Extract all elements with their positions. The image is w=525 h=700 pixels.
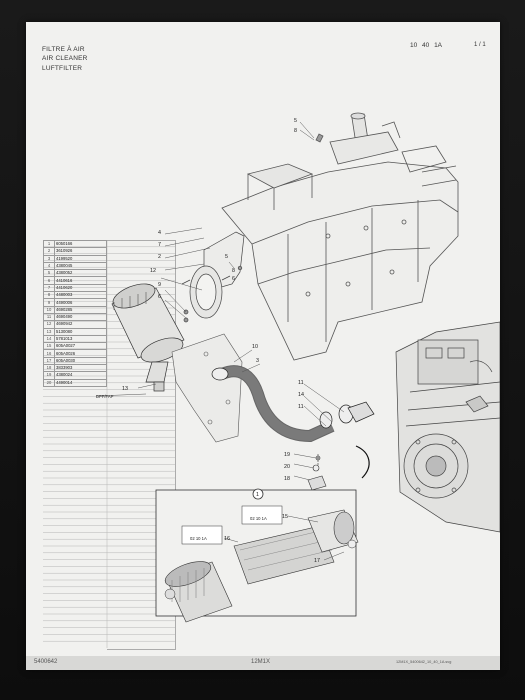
callout-11: 11	[298, 380, 304, 386]
footer-file-name: 12M1X_5400642_10_40_1A.svg	[396, 660, 452, 664]
detail-box	[155, 488, 359, 623]
footer-model: 12M1X	[251, 659, 271, 665]
parts-row-reference: 4380024	[54, 371, 107, 380]
intake-hose	[211, 365, 375, 479]
callout-14: 14	[298, 392, 304, 398]
callout-numbers: 4 7 2 12 9 6 5 8 6 5 8 10 3 11 14 11 13 …	[96, 118, 320, 564]
callout-3: 3	[256, 358, 259, 364]
ref-box-b: 02 10 1A	[250, 516, 267, 521]
detail-marker: 1	[256, 492, 259, 498]
parts-row-reference: 4380045	[54, 261, 107, 271]
callout-9: 9	[158, 282, 161, 288]
parts-row-reference: 4199520	[54, 254, 107, 263]
callout-19: 19	[284, 452, 290, 458]
footer-doc-number: 5400642	[34, 659, 58, 665]
exploded-diagram: 4 7 2 12 9 6 5 8 6 5 8 10 3 11 14 11 13 …	[95, 112, 500, 623]
parts-catalog-page: FILTRE À AIR AIR CLEANER LUFTFILTER 10 4…	[26, 22, 500, 670]
parts-row-reference: 4380052	[54, 269, 107, 278]
parts-row-reference: 3833903	[54, 364, 107, 373]
page-footer: 5400642 12M1X 12M1X_5400642_10_40_1A.svg	[26, 656, 500, 670]
ref-box-a: 02 10 1A	[190, 536, 207, 541]
callout-20: 20	[284, 464, 290, 470]
filter-bracket	[181, 231, 245, 323]
parts-table-blank-column	[107, 240, 176, 650]
parts-row-reference: 4410620	[54, 283, 107, 293]
leader-lines	[95, 121, 345, 561]
callout-17: 17	[314, 558, 320, 564]
page-number: 1 / 1	[474, 42, 486, 48]
parts-row-reference: 5781013	[54, 334, 107, 344]
parts-row-reference: 4690285	[54, 305, 107, 314]
section-reference: 10 40 1A	[410, 42, 443, 49]
title-german: LUFTFILTER	[42, 65, 83, 72]
callout-5: 5	[294, 118, 297, 124]
parts-row-reference: 4690490	[54, 312, 107, 322]
callout-2: 2	[158, 254, 161, 260]
air-filter-housing	[111, 283, 185, 392]
callout-11b: 11	[298, 404, 304, 410]
callout-16: 16	[224, 536, 230, 542]
callout-8: 8	[294, 128, 297, 134]
parts-row-reference: 4410616	[54, 276, 107, 285]
parts-row-reference: 4690942	[54, 320, 107, 329]
parts-row-reference: 4490014	[54, 378, 107, 387]
parts-row-reference: 605A0027	[54, 342, 107, 351]
callout-12: 12	[150, 268, 156, 274]
chassis-frame	[221, 112, 459, 361]
callout-5b: 5	[225, 254, 228, 260]
parts-row-reference: 605A0026	[54, 349, 107, 358]
engine-block	[395, 321, 500, 533]
parts-row-reference: 605A0030	[54, 356, 107, 366]
callout-6: 6	[158, 294, 161, 300]
title-english: AIR CLEANER	[42, 55, 88, 62]
hose-fitting-parts	[307, 454, 327, 491]
parts-row-reference: 4480003	[54, 291, 107, 300]
callout-6b: 6	[232, 276, 235, 282]
title-french: FILTRE À AIR	[42, 46, 85, 53]
callout-18: 18	[284, 476, 290, 482]
parts-row-reference: 4490006	[54, 298, 107, 307]
parts-row-reference: 5130080	[54, 327, 107, 336]
callout-10: 10	[252, 344, 258, 350]
callout-15: 15	[282, 514, 288, 520]
callout-7: 7	[158, 242, 161, 248]
callout-4: 4	[158, 230, 161, 236]
callout-8b: 8	[232, 268, 235, 274]
dpf-note: DPF/FAP	[96, 394, 114, 399]
mounting-plate	[171, 333, 243, 443]
callout-13: 13	[122, 386, 128, 392]
